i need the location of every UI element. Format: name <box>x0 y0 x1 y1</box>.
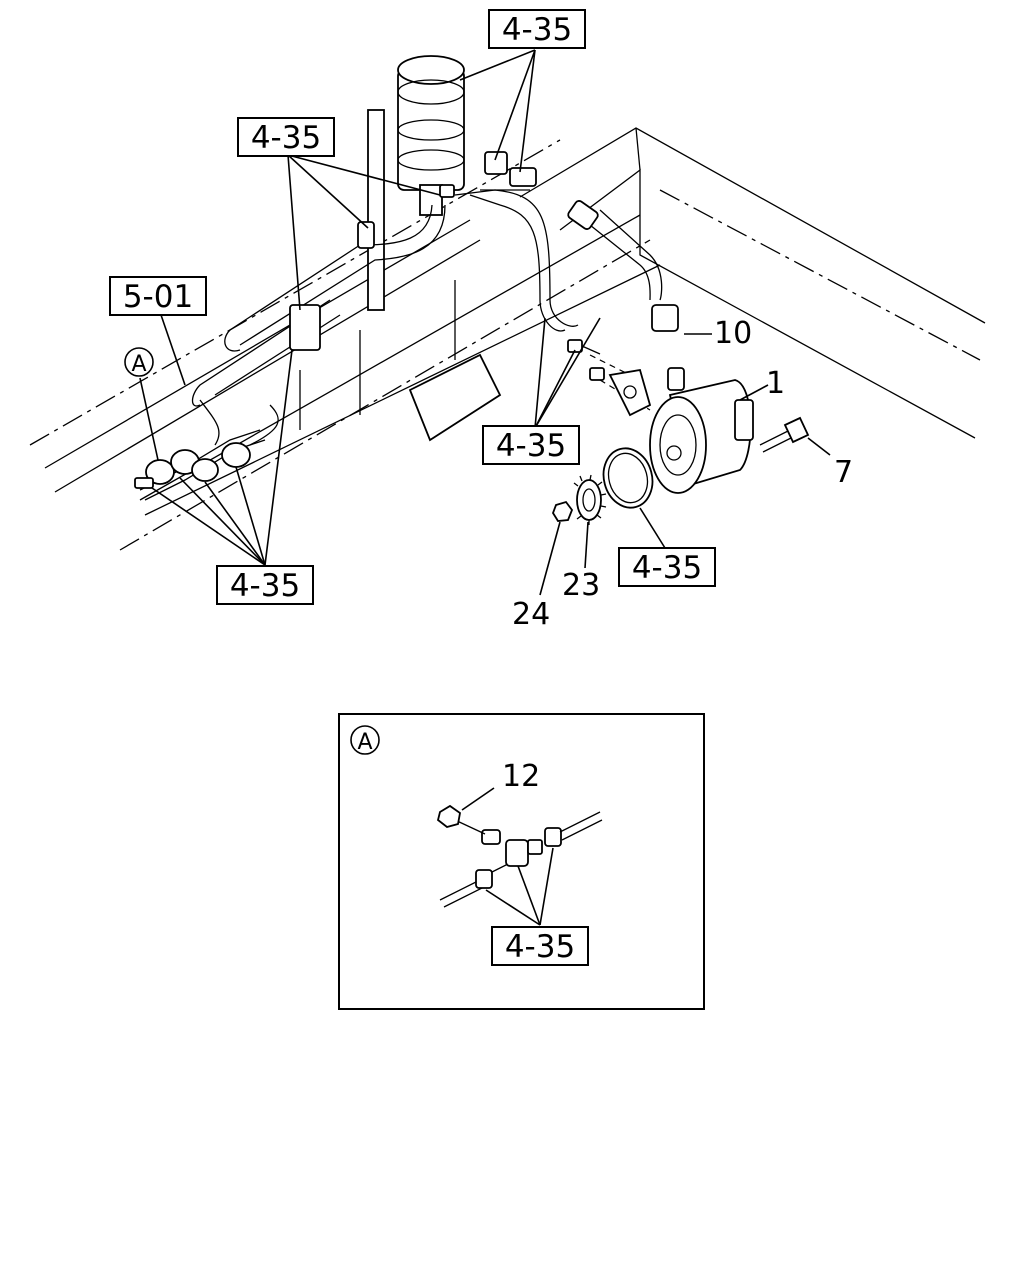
power-steering-pump <box>589 354 754 494</box>
pump-bolt <box>759 416 810 453</box>
svg-text:4-35: 4-35 <box>230 568 300 604</box>
hose-fittings <box>289 151 685 391</box>
reservoir-tank <box>367 55 465 311</box>
detail-marker-label: A <box>350 725 380 755</box>
svg-text:A: A <box>131 352 146 377</box>
svg-text:A: A <box>357 730 372 755</box>
valve-block <box>134 429 266 501</box>
svg-text:4-35: 4-35 <box>632 550 702 586</box>
callout-nut: 24 <box>512 597 550 632</box>
svg-text:4-35: 4-35 <box>251 120 321 156</box>
ref-box-frame: 5-01 <box>109 276 207 316</box>
svg-text:4-35: 4-35 <box>502 12 572 48</box>
callout-gear: 23 <box>562 568 600 603</box>
ref-box-oring: 4-35 <box>618 547 716 587</box>
callout-pump: 1 <box>766 366 785 401</box>
callout-bolt: 7 <box>834 455 853 490</box>
callout-fitting: 10 <box>714 316 752 351</box>
detail-callout-nut: 12 <box>502 759 540 794</box>
bracket-bolts <box>567 339 605 381</box>
detail-ref-box: 4-35 <box>491 926 589 966</box>
svg-text:4-35: 4-35 <box>505 929 575 965</box>
detail-marker-a: A <box>124 347 154 377</box>
tee-fitting <box>436 804 603 908</box>
o-ring-gasket <box>602 447 654 509</box>
ref-box-bottom-center: 4-35 <box>482 425 580 465</box>
ref-box-bottom-left: 4-35 <box>216 565 314 605</box>
ref-box-top: 4-35 <box>488 9 586 49</box>
gear-nut <box>552 500 574 522</box>
leader-lines <box>139 49 831 596</box>
svg-text:5-01: 5-01 <box>123 279 193 315</box>
svg-text:4-35: 4-35 <box>496 428 566 464</box>
chassis-frame <box>29 127 986 551</box>
ref-box-left-upper: 4-35 <box>237 117 335 157</box>
drive-gear <box>573 474 607 525</box>
detail-view-a: A 12 4-35 <box>338 713 705 1010</box>
